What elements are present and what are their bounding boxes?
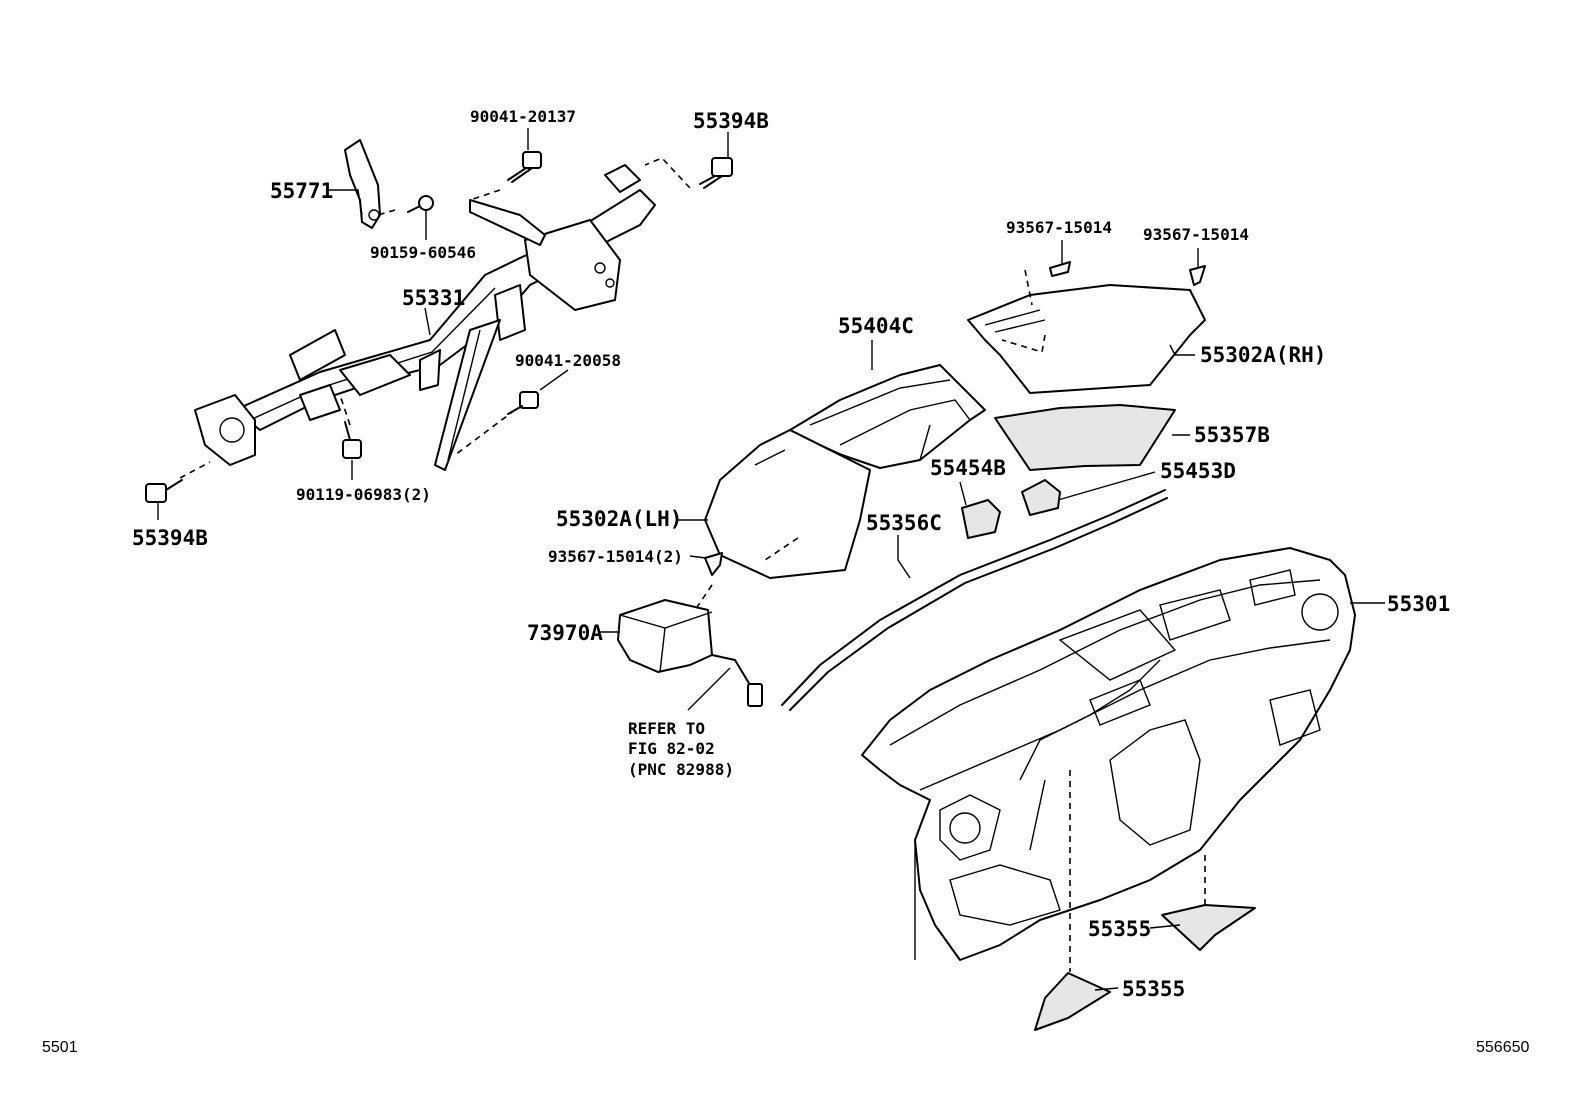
block-55454B[interactable] <box>961 499 1001 539</box>
bolt-90119-06983[interactable] <box>342 421 362 459</box>
screw-90159-60546[interactable] <box>407 195 434 213</box>
trim-piece-55355-a[interactable] <box>1161 904 1256 951</box>
trim-piece-55355-b[interactable] <box>1034 972 1111 1031</box>
label-55355-b: 55355 <box>1122 977 1185 1001</box>
clip-93567-15014-a[interactable] <box>1049 261 1071 277</box>
label-93567-15014-b: 93567-15014 <box>1143 225 1249 244</box>
label-93567-15014-a: 93567-15014 <box>1006 218 1112 237</box>
label-55454B: 55454B <box>930 456 1006 480</box>
leader-lines <box>157 128 1385 991</box>
label-90159-60546: 90159-60546 <box>370 243 476 262</box>
label-55356C: 55356C <box>866 511 942 535</box>
footer-left-code: 5501 <box>42 1039 78 1056</box>
label-55355-a: 55355 <box>1088 917 1151 941</box>
label-55301: 55301 <box>1387 592 1450 616</box>
panel-55302A-LH[interactable] <box>704 429 871 579</box>
label-55394B-top: 55394B <box>693 109 769 133</box>
label-93567-15014-2: 93567-15014(2) <box>548 547 683 566</box>
label-55302A-LH: 55302A(LH) <box>556 507 682 531</box>
label-55357B: 55357B <box>1194 423 1270 447</box>
airbag-module-73970A[interactable] <box>617 599 763 707</box>
label-90041-20137: 90041-20137 <box>470 107 576 126</box>
bolt-55394B-top[interactable] <box>699 157 733 189</box>
bolt-55394B-bottom[interactable] <box>145 479 183 503</box>
label-55394B-bottom: 55394B <box>132 526 208 550</box>
bolt-90041-20058[interactable] <box>507 391 539 415</box>
refer-note-line2: FIG 82-02 <box>628 739 715 758</box>
panel-55302A-RH[interactable] <box>967 284 1206 394</box>
label-55771: 55771 <box>270 179 333 203</box>
footer-right-code: 556650 <box>1476 1039 1529 1056</box>
label-55302A-RH: 55302A(RH) <box>1200 343 1326 367</box>
bracket-55771[interactable] <box>344 139 381 229</box>
panel-55357B[interactable] <box>994 404 1176 471</box>
block-55453D[interactable] <box>1021 479 1061 516</box>
trim-strip-55356C[interactable] <box>781 489 1168 711</box>
label-55331: 55331 <box>402 286 465 310</box>
steering-support-beam-55331[interactable] <box>194 164 656 471</box>
label-90119-06983: 90119-06983(2) <box>296 485 431 504</box>
bolt-90041-20137[interactable] <box>507 151 542 183</box>
label-55453D: 55453D <box>1160 459 1236 483</box>
label-90041-20058: 90041-20058 <box>515 351 621 370</box>
label-55404C: 55404C <box>838 314 914 338</box>
refer-note-line1: REFER TO <box>628 719 705 738</box>
clip-93567-15014-lh[interactable] <box>704 552 723 576</box>
clip-93567-15014-b[interactable] <box>1189 265 1206 286</box>
instrument-panel-55301[interactable] <box>861 547 1356 961</box>
refer-note-line3: (PNC 82988) <box>628 760 734 779</box>
label-73970A: 73970A <box>527 621 603 645</box>
